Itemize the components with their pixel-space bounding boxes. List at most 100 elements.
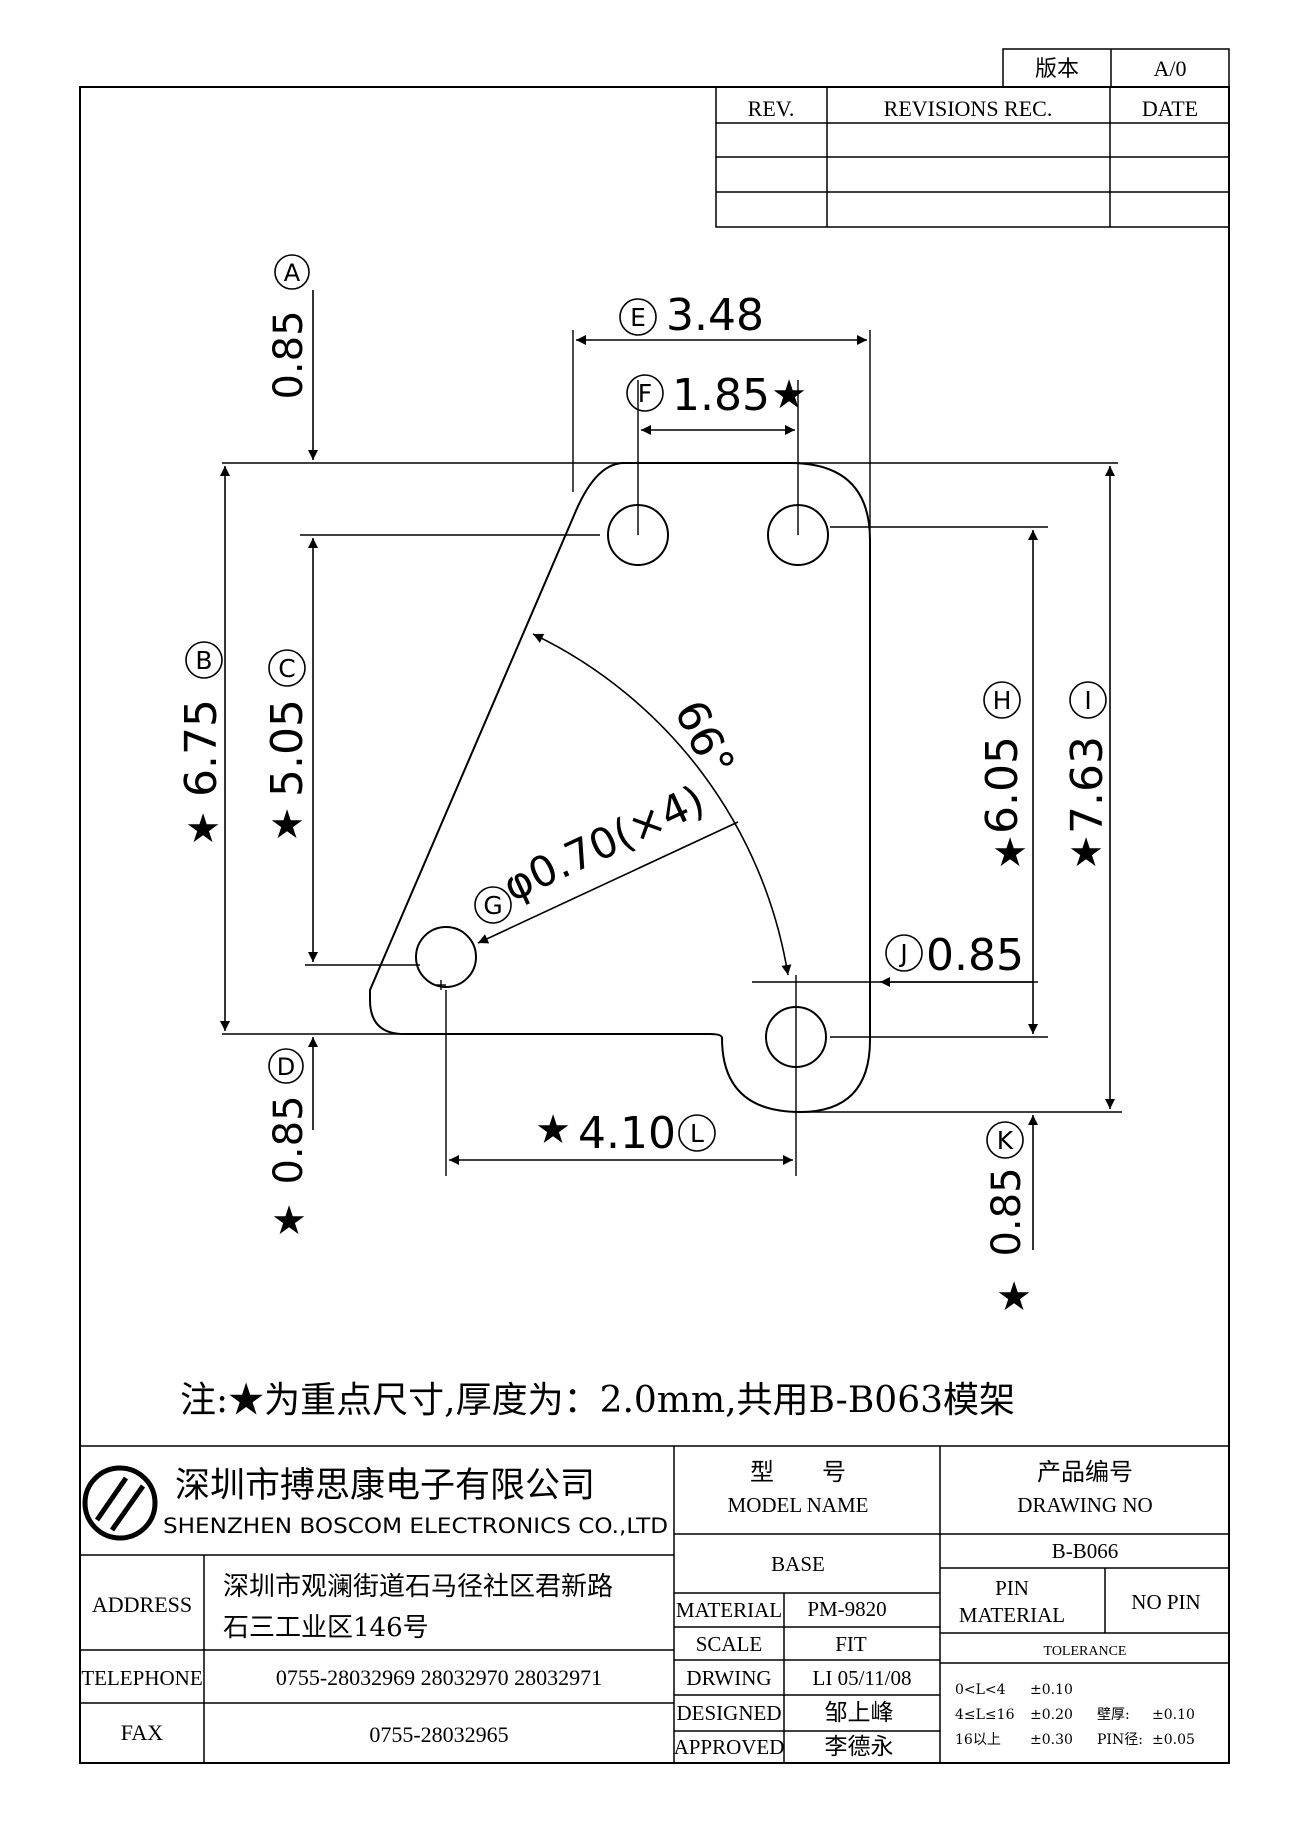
- fax-label: FAX: [121, 1720, 163, 1745]
- svg-text:4≤L≤16: 4≤L≤16: [955, 1707, 1015, 1723]
- key-dimension-star-icon: ★: [1068, 830, 1104, 876]
- address-line-1: 深圳市观澜街道石马径社区君新路: [223, 1572, 613, 1602]
- approved-value: 李德永: [825, 1734, 894, 1760]
- drawing-label-cn: 产品编号: [1037, 1458, 1133, 1486]
- tolerance-label: TOLERANCE: [1044, 1644, 1127, 1659]
- key-dimension-star-icon: ★: [992, 830, 1028, 876]
- rev-header: REV.: [748, 96, 795, 121]
- drawing-number: B-B066: [1052, 1539, 1119, 1563]
- material-label: MATERIAL: [676, 1598, 782, 1622]
- svg-text:6.05: 6.05: [977, 736, 1028, 834]
- key-dimension-star-icon: ★: [185, 806, 221, 852]
- svg-text:3.48: 3.48: [666, 290, 764, 341]
- svg-text:0.85: 0.85: [266, 1095, 312, 1184]
- svg-text:±0.10: ±0.10: [1152, 1707, 1195, 1723]
- svg-text:L: L: [690, 1119, 704, 1148]
- hole-bottom-left: [415, 926, 477, 988]
- key-dimension-star-icon: ★: [996, 1274, 1032, 1320]
- svg-text:J: J: [898, 939, 907, 968]
- svg-text:G: G: [483, 891, 502, 920]
- svg-text:φ0.70(×4): φ0.70(×4): [496, 775, 712, 911]
- drawn-value: LI 05/11/08: [813, 1666, 912, 1690]
- dim-b: B 6.75 ★: [176, 641, 227, 852]
- revision-block: [715, 48, 1230, 228]
- svg-text:PIN径:: PIN径:: [1097, 1732, 1143, 1748]
- svg-text:C: C: [278, 654, 295, 683]
- model-label-cn: 型 号: [750, 1458, 846, 1486]
- svg-text:7.63: 7.63: [1062, 736, 1113, 834]
- model-value: BASE: [771, 1552, 825, 1576]
- part-outline: [369, 462, 871, 1114]
- drawing-note: 注:★为重点尺寸,厚度为：2.0mm,共用B-B063模架: [180, 1380, 1015, 1421]
- svg-text:壁厚:: 壁厚:: [1097, 1707, 1130, 1723]
- company-name-en: SHENZHEN BOSCOM ELECTRONICS CO.,LTD: [163, 1514, 668, 1538]
- key-dimension-star-icon: ★: [771, 372, 807, 418]
- svg-text:4.10: 4.10: [578, 1108, 676, 1159]
- key-dimension-star-icon: ★: [271, 1198, 307, 1244]
- revisions-header: REVISIONS REC.: [884, 96, 1053, 121]
- key-dimension-star-icon: ★: [269, 802, 305, 848]
- svg-text:6.75: 6.75: [176, 699, 227, 797]
- svg-text:1.85: 1.85: [672, 370, 770, 421]
- designed-value: 邹上峰: [825, 1700, 894, 1726]
- dim-j: J 0.85: [885, 930, 1024, 981]
- pin-material-label-1: PIN: [995, 1576, 1029, 1600]
- approved-label: APPROVED: [674, 1735, 785, 1759]
- company-logo: [82, 1465, 158, 1541]
- dim-l: ★ 4.10 L: [535, 1107, 716, 1159]
- drawn-label: DRWING: [686, 1666, 771, 1690]
- address-label: ADDRESS: [92, 1592, 192, 1617]
- svg-text:B: B: [195, 646, 212, 675]
- pin-material-label-2: MATERIAL: [959, 1603, 1065, 1627]
- pin-material-value: NO PIN: [1131, 1590, 1200, 1614]
- svg-text:±0.10: ±0.10: [1030, 1682, 1073, 1698]
- svg-text:0<L<4: 0<L<4: [955, 1682, 1006, 1698]
- dim-f: F 1.85 ★: [626, 370, 807, 421]
- svg-text:F: F: [638, 379, 652, 408]
- centre-marks: [436, 380, 799, 990]
- svg-text:H: H: [993, 686, 1012, 715]
- angle-label: 66°: [664, 692, 744, 784]
- designed-label: DESIGNED: [677, 1701, 782, 1725]
- extension-lines: [222, 330, 1122, 1176]
- svg-text:D: D: [277, 1053, 295, 1081]
- telephone-label: TELEPHONE: [81, 1666, 202, 1690]
- svg-text:E: E: [630, 303, 646, 332]
- date-header: DATE: [1142, 96, 1198, 121]
- svg-text:I: I: [1084, 686, 1091, 715]
- svg-text:5.05: 5.05: [262, 699, 313, 797]
- telephone-value: 0755-28032969 28032970 28032971: [276, 1665, 602, 1690]
- key-dimension-star-icon: ★: [535, 1107, 571, 1153]
- dim-h: H 6.05 ★: [977, 681, 1028, 876]
- svg-text:0.85: 0.85: [984, 1167, 1030, 1256]
- dim-d: D 0.85 ★: [266, 1048, 312, 1244]
- scale-label: SCALE: [696, 1632, 763, 1656]
- company-name-cn: 深圳市搏思康电子有限公司: [175, 1466, 595, 1506]
- svg-text:±0.05: ±0.05: [1152, 1732, 1195, 1748]
- title-block: [80, 1445, 1229, 1763]
- svg-text:K: K: [997, 1126, 1014, 1155]
- address-line-2: 石三工业区146号: [223, 1613, 429, 1643]
- svg-text:0.85: 0.85: [926, 930, 1024, 981]
- dim-i: I 7.63 ★: [1062, 681, 1113, 876]
- fax-value: 0755-28032965: [369, 1722, 508, 1747]
- version-label: 版本: [1035, 56, 1079, 81]
- scale-value: FIT: [835, 1632, 867, 1656]
- dimension-lines: [220, 290, 1115, 1250]
- svg-text:16以上: 16以上: [955, 1732, 1001, 1748]
- sheet-border: [79, 86, 1230, 1764]
- svg-text:A: A: [284, 259, 301, 287]
- svg-text:0.85: 0.85: [266, 310, 312, 399]
- svg-text:±0.30: ±0.30: [1030, 1732, 1073, 1748]
- version-value: A/0: [1154, 56, 1187, 81]
- dim-e: E 3.48: [619, 290, 764, 341]
- material-value: PM-9820: [807, 1597, 886, 1621]
- model-label-en: MODEL NAME: [728, 1493, 869, 1517]
- dim-a: A 0.85: [266, 254, 312, 400]
- drawing-label-en: DRAWING NO: [1017, 1493, 1152, 1517]
- dim-k: K 0.85 ★: [984, 1121, 1032, 1320]
- dim-g: G φ0.70(×4): [474, 775, 712, 924]
- tolerance-table: 0<L<4 ±0.10 4≤L≤16 ±0.20 壁厚: ±0.10 16以上 …: [955, 1682, 1195, 1748]
- svg-text:±0.20: ±0.20: [1030, 1707, 1073, 1723]
